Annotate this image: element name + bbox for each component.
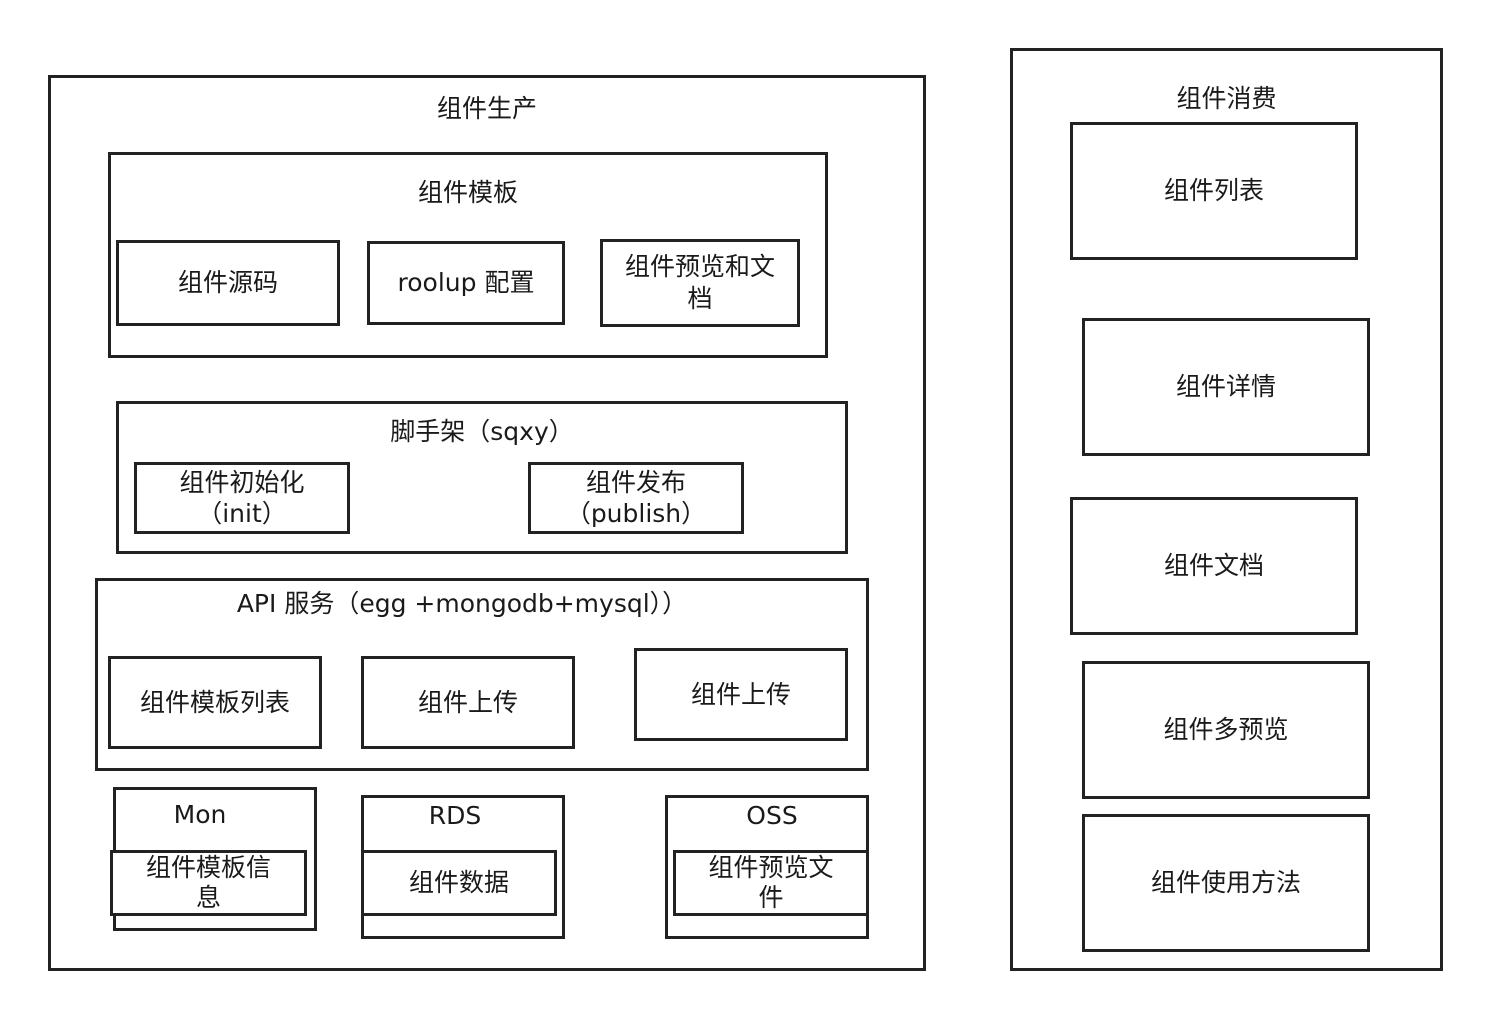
consumption-title: 组件消费	[1176, 84, 1277, 113]
storage-mongo-title: Mon	[173, 800, 227, 829]
scaffold-item-publish-line1: 组件发布	[585, 468, 686, 497]
storage-rds-inner: 组件数据	[361, 850, 557, 916]
scaffold-item-init: 组件初始化 （init）	[134, 462, 350, 534]
scaffold-item-publish: 组件发布 （publish）	[528, 462, 744, 534]
scaffold-item-init-line1: 组件初始化	[179, 468, 305, 497]
consumption-item-docs: 组件文档	[1070, 497, 1358, 635]
storage-mongo-inner: 组件模板信息	[110, 850, 307, 916]
storage-oss-inner: 组件预览文件	[673, 850, 869, 916]
scaffold-title: 脚手架（sqxy）	[390, 417, 574, 446]
storage-oss-title: OSS	[746, 801, 798, 830]
template-item-rollup: roolup 配置	[367, 241, 565, 325]
production-title: 组件生产	[436, 94, 537, 123]
api-item-upload-1: 组件上传	[361, 656, 575, 749]
consumption-item-usage: 组件使用方法	[1082, 814, 1370, 952]
template-title: 组件模板	[417, 178, 518, 207]
consumption-item-list: 组件列表	[1070, 122, 1358, 260]
api-title: API 服务（egg +mongodb+mysql））	[236, 589, 688, 618]
api-item-upload-2: 组件上传	[634, 648, 848, 741]
template-item-preview-docs: 组件预览和文档	[600, 239, 800, 327]
storage-rds-title: RDS	[428, 801, 482, 830]
scaffold-item-publish-line2: （publish）	[565, 499, 707, 528]
api-item-template-list: 组件模板列表	[108, 656, 322, 749]
scaffold-item-init-line2: （init）	[197, 499, 287, 528]
consumption-item-detail: 组件详情	[1082, 318, 1370, 456]
consumption-item-multi-preview: 组件多预览	[1082, 661, 1370, 799]
template-item-source: 组件源码	[116, 240, 340, 326]
